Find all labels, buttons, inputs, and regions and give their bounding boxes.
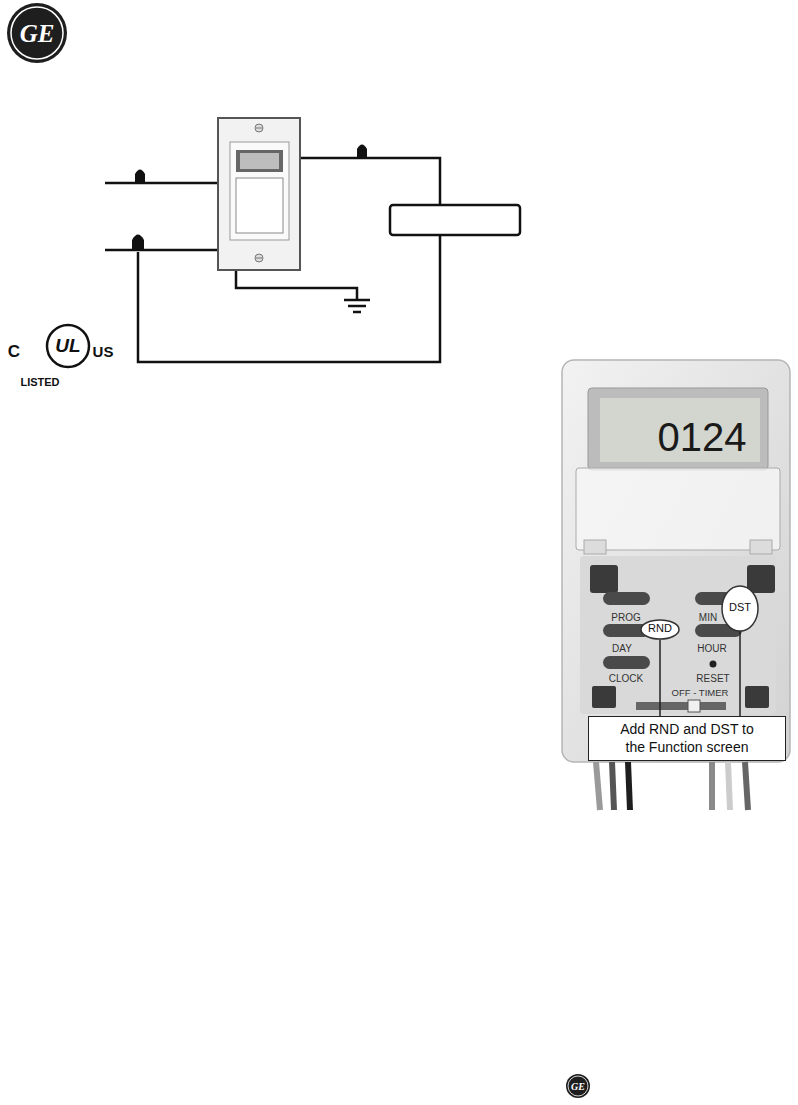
cover-hinge (584, 540, 606, 554)
wiring (105, 158, 520, 362)
logo-disc (7, 3, 67, 63)
slider-track (636, 702, 726, 710)
node-text: Add RND and DST to the Function screen (614, 721, 760, 756)
leader-line (739, 632, 741, 717)
cert-mark: US (93, 344, 114, 361)
slider-knob (688, 700, 700, 712)
square-button (745, 686, 769, 708)
node-text: DST (729, 601, 751, 615)
lead-wire (709, 762, 715, 810)
lead-wire (596, 762, 600, 810)
wire-nut (135, 170, 145, 184)
lcd-frame (236, 150, 283, 172)
logo-ring (568, 1076, 588, 1096)
wire-nut (132, 235, 144, 251)
square-button (590, 565, 618, 593)
cert-mark: LISTED (20, 376, 59, 388)
wire-nut (357, 145, 367, 159)
load-box (390, 205, 520, 235)
ground-symbol (344, 299, 370, 302)
wire (105, 182, 218, 185)
ground-symbol (348, 305, 366, 308)
screw-slot (256, 128, 262, 129)
logo-text: GE (571, 1081, 585, 1092)
screw (255, 124, 263, 132)
plate-opening (230, 142, 289, 240)
ground-symbol (353, 311, 361, 314)
reset-hole (710, 661, 717, 668)
button-label: PROG (611, 612, 640, 623)
clear-cover (576, 468, 780, 550)
logo-text: GE (20, 20, 55, 48)
screw (255, 254, 263, 262)
screw-slot (256, 258, 262, 259)
oval-button (603, 592, 650, 605)
wire (300, 158, 440, 205)
button-label: CLOCK (609, 673, 643, 684)
node-text: RND (648, 622, 672, 636)
oval-button (603, 656, 650, 669)
callout-box: Add RND and DST to the Function screen (588, 716, 786, 761)
keypad-panel (580, 556, 776, 714)
cover-hinge (750, 540, 772, 554)
switch-label: OFF - TIMER (672, 688, 729, 698)
switch-paddle (236, 178, 283, 233)
logo-ring (11, 7, 63, 59)
lead-wire (745, 762, 748, 810)
lcd-readout: 0124 (658, 415, 747, 459)
lead-wire (728, 762, 730, 810)
ground-wire (236, 270, 357, 300)
cert-mark: UL (55, 336, 80, 357)
cert-mark: C (8, 343, 20, 362)
logo-disc (566, 1074, 590, 1098)
button-label: HOUR (697, 643, 726, 654)
oval-outline (722, 586, 758, 631)
oval-outline (641, 620, 679, 639)
button-label: DAY (612, 643, 632, 654)
display-frame (588, 388, 768, 470)
wire (105, 249, 218, 252)
lcd-screen (600, 398, 760, 462)
timer-body (562, 360, 790, 762)
lead-wire (612, 762, 614, 810)
wall-plate (218, 118, 300, 270)
square-button (592, 686, 616, 708)
callout-oval: DST (721, 585, 759, 632)
leader-line (659, 640, 661, 717)
lead-wire (628, 762, 630, 810)
button-label: MIN (699, 612, 717, 623)
lcd-screen (240, 153, 279, 169)
callout-oval: RND (640, 619, 680, 640)
ul-ring (47, 325, 89, 367)
button-label: RESET (696, 673, 729, 684)
square-button (747, 565, 775, 593)
